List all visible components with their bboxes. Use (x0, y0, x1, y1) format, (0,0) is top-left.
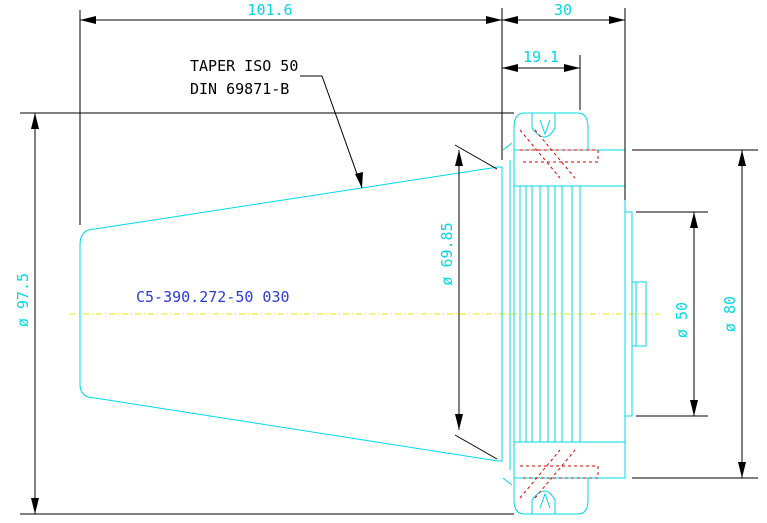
hidden-features (519, 129, 599, 499)
dim-shank-diameter: ø 50 (673, 302, 691, 338)
taper-cone (79, 166, 503, 462)
dim-body-diameter: ø 80 (721, 296, 739, 332)
taper-note-line2: DIN 69871-B (190, 80, 289, 98)
tool-outline (79, 112, 647, 515)
dim-flange-diameter: ø 97.5 (14, 273, 32, 327)
dim-overall-length: 101.6 (247, 1, 292, 19)
dim-taper-diameter: ø 69.85 (438, 222, 456, 285)
dimension-lines (20, 8, 758, 515)
part-number: C5-390.272-50 030 (136, 288, 290, 306)
dim-flange-length: 30 (554, 1, 572, 19)
taper-note-line1: TAPER ISO 50 (190, 57, 298, 75)
dim-flange-groove: 19.1 (523, 48, 559, 66)
